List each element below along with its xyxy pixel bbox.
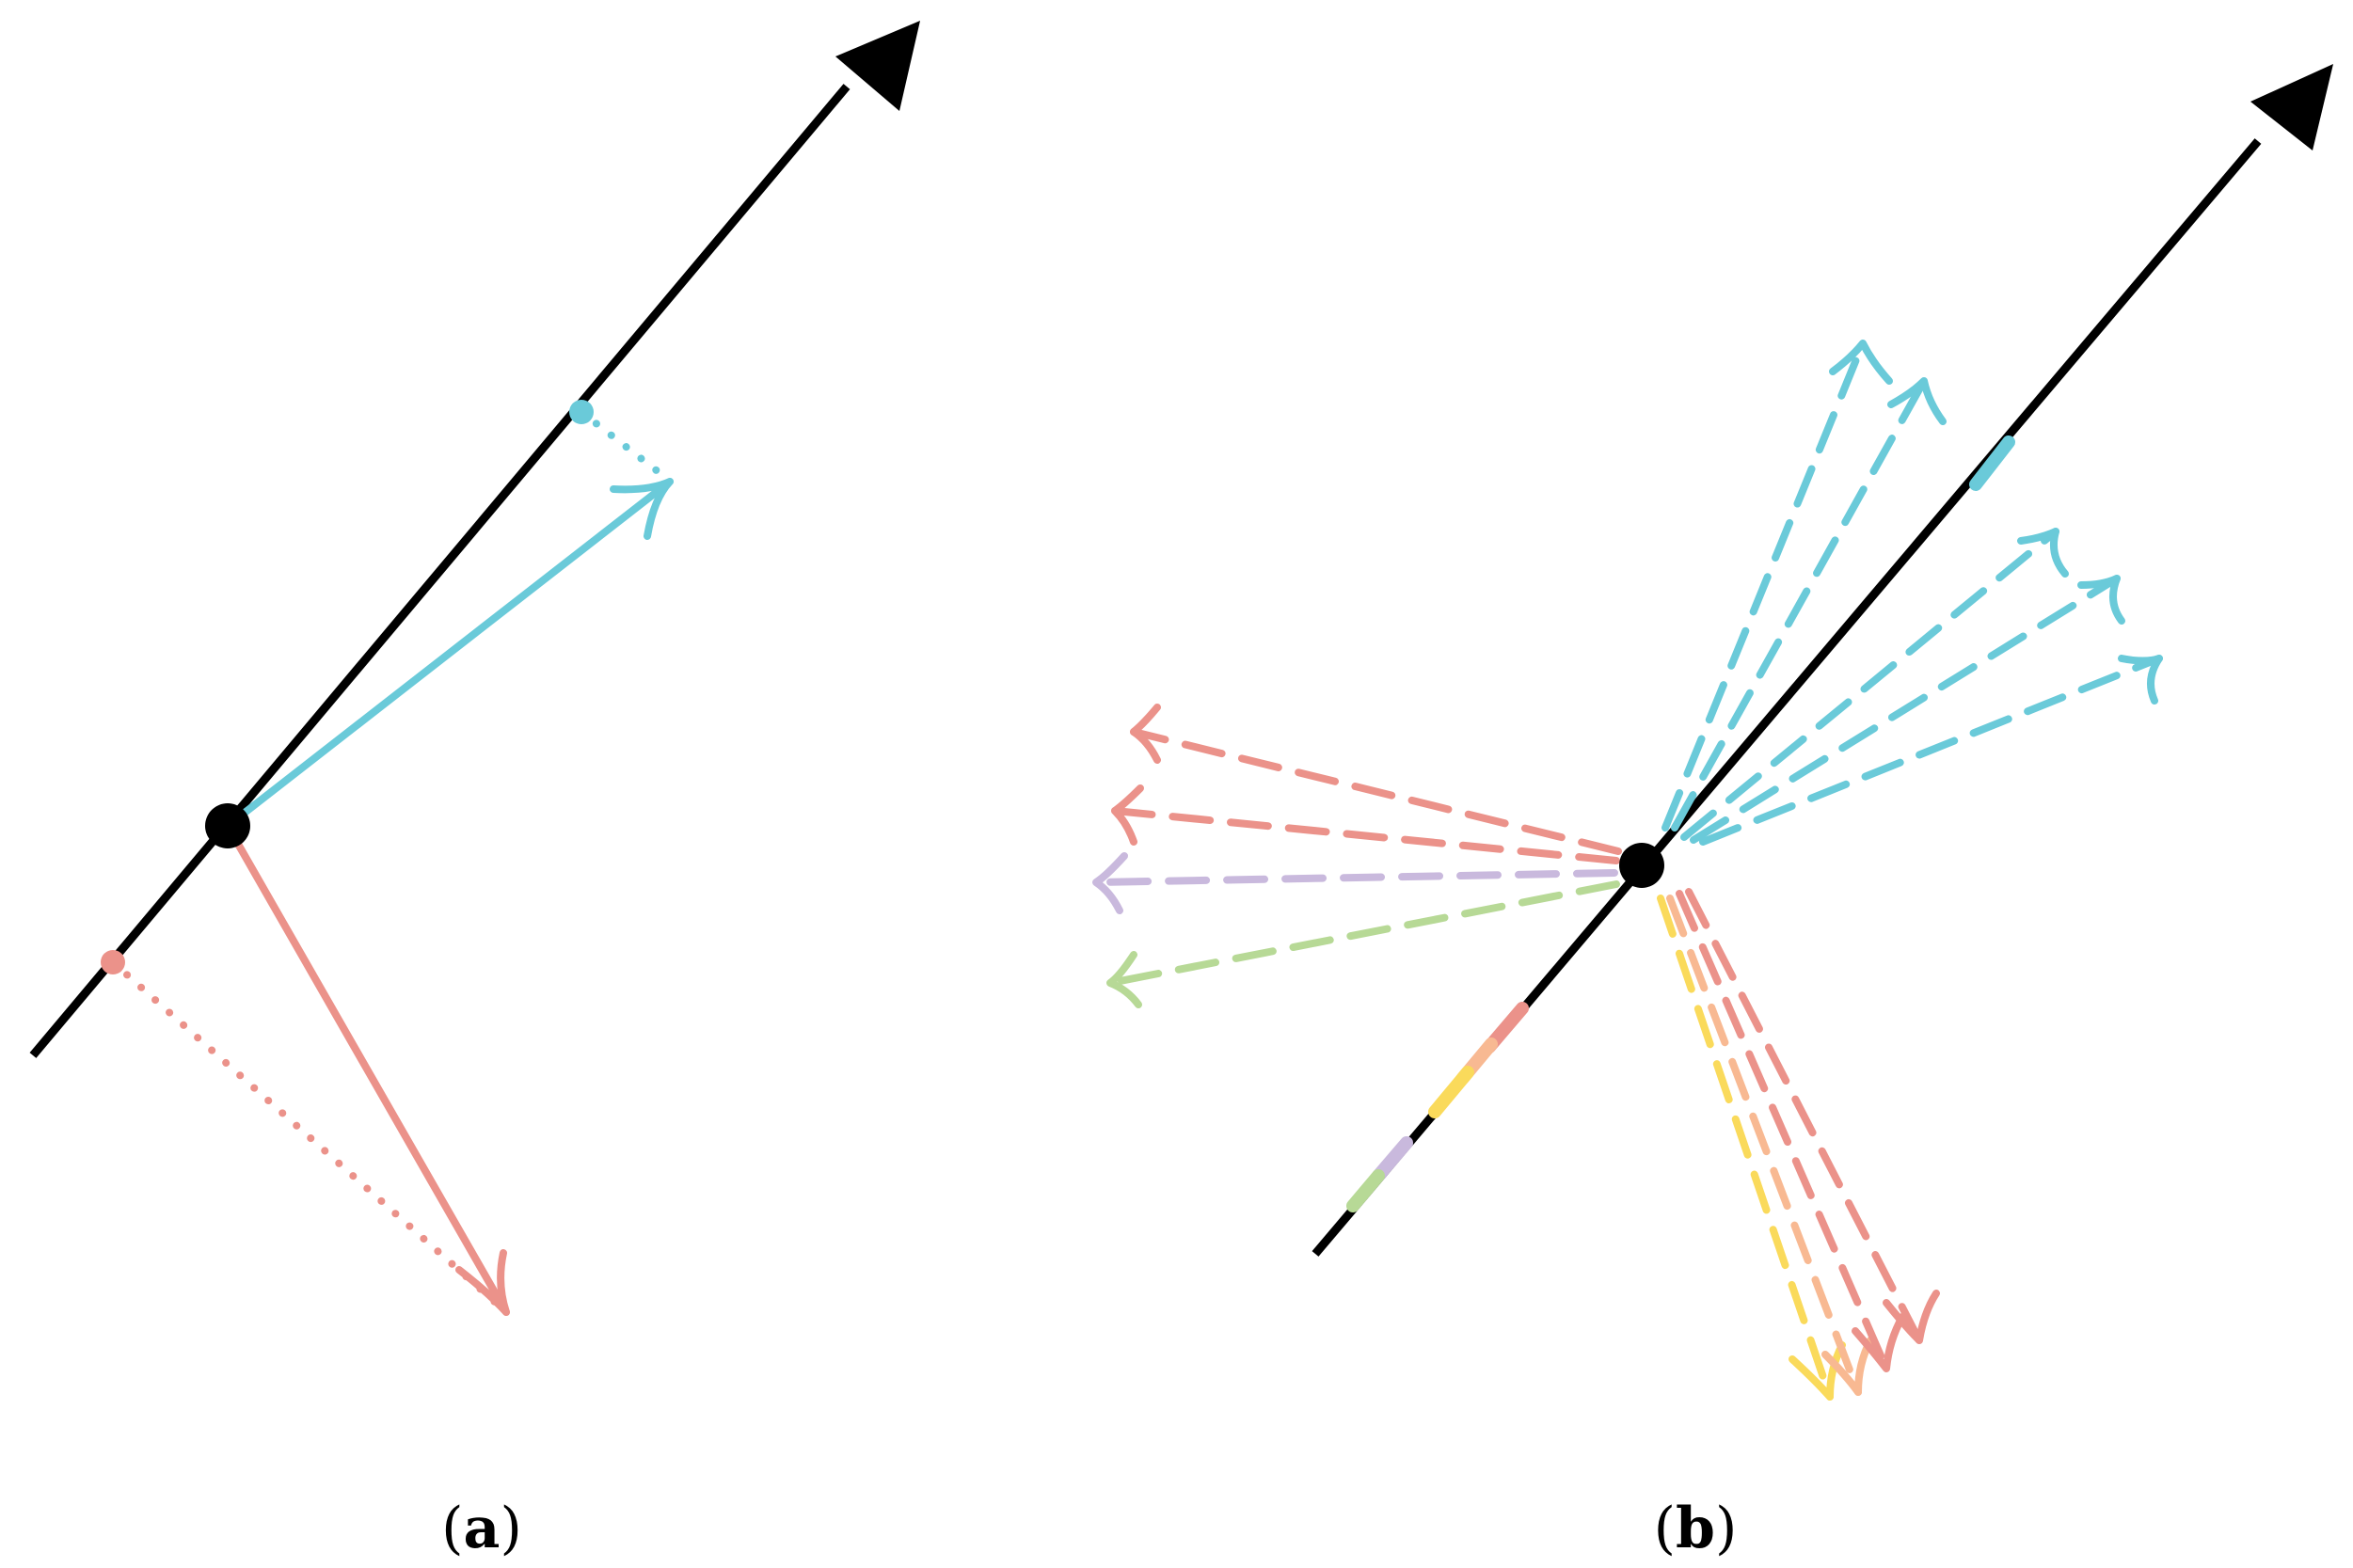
cyan-projection-point (569, 400, 594, 424)
salmon-dashed-vector-4 (1685, 888, 1923, 1344)
salmon-dashed-head-3 (1852, 1313, 1906, 1372)
cyan-dashed-vector-3 (1680, 528, 2059, 841)
salmon-dashed-head-4 (1883, 1290, 1940, 1344)
panel-b (1092, 64, 2333, 1401)
salmon-dashed-vector-1 (1130, 728, 1622, 855)
cyan-dashed-vector-5 (1699, 655, 2163, 846)
origin-point-a (205, 803, 250, 848)
cyan-dashed-head-5 (2118, 655, 2163, 705)
cyan-vector (224, 478, 674, 830)
axis-projections (1346, 436, 2015, 1212)
caption-b: (b) (1654, 1496, 1738, 1561)
salmon-vector-head (455, 1249, 510, 1316)
salmon-projection-point (101, 950, 125, 974)
cyan-vector-head (610, 478, 674, 540)
cyan-projection-dotted (578, 408, 666, 479)
lower-vectors-group (1657, 888, 1940, 1401)
green-dashed-vector (1106, 880, 1620, 987)
salmon-projection-dotted (109, 958, 501, 1307)
peach-dashed-head (1821, 1337, 1874, 1396)
axis-arrowhead-b (2250, 64, 2333, 150)
left-vectors-group (1092, 704, 1622, 1008)
yellow-dashed-vector (1657, 895, 1834, 1401)
cyan-dashed-head-3 (2017, 528, 2069, 578)
salmon-dashed-head-1 (1130, 704, 1161, 764)
cyan-dashed-vector-4 (1690, 575, 2121, 844)
axis-line-a (29, 84, 851, 1058)
salmon-vector (224, 822, 510, 1316)
yellow-projection-cluster (1428, 1066, 1474, 1118)
cyan-projection-cluster (1969, 436, 2015, 491)
cyan-dashed-vector-1 (1661, 340, 1867, 832)
purple-dashed-vector (1092, 869, 1618, 886)
yellow-dashed-head (1789, 1341, 1846, 1401)
cyan-dashed-head-2 (1887, 377, 1947, 425)
origin-point-b (1619, 843, 1664, 888)
peach-dashed-vector (1666, 895, 1862, 1396)
cyan-dashed-vector-2 (1671, 377, 1928, 832)
axis-arrowhead-a (835, 21, 920, 111)
green-dashed-head (1106, 951, 1142, 1008)
panel-a (29, 21, 920, 1316)
caption-a: (a) (441, 1496, 522, 1561)
purple-projection-cluster (1372, 1136, 1413, 1182)
purple-dashed-head (1092, 852, 1128, 914)
salmon-dashed-vector-3 (1676, 890, 1890, 1372)
green-projection-cluster (1346, 1169, 1385, 1212)
cyan-dashed-head-1 (1829, 340, 1893, 385)
cyan-dashed-head-4 (2077, 575, 2125, 625)
salmon-dashed-vector-2 (1111, 807, 1620, 864)
cyan-vectors-group (1661, 340, 2163, 846)
salmon-dashed-head-2 (1111, 784, 1144, 846)
